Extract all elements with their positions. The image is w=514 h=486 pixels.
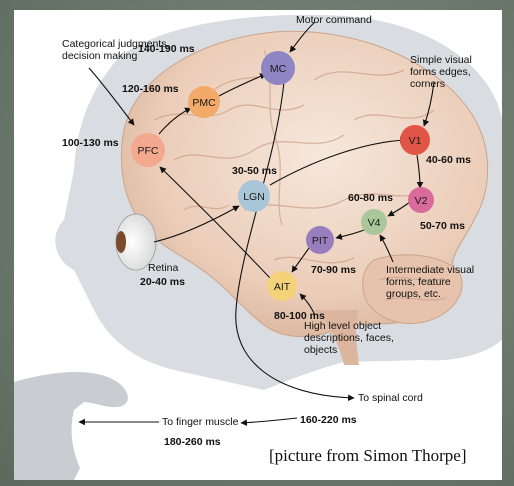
- retina-time: 20-40 ms: [140, 276, 185, 288]
- hand-silhouette: [14, 372, 128, 480]
- node-pit: PIT: [306, 226, 334, 254]
- node-lgn-label: LGN: [243, 191, 265, 203]
- pit-time: 70-90 ms: [311, 264, 356, 276]
- node-v2-label: V2: [415, 195, 428, 207]
- node-v4: V4: [361, 209, 387, 235]
- motor-annotation: Motor command: [296, 14, 372, 26]
- pfc-time: 100-130 ms: [62, 137, 119, 149]
- node-pit-label: PIT: [312, 235, 329, 247]
- node-v2: V2: [408, 187, 434, 213]
- retina-label: Retina: [148, 262, 178, 274]
- node-pfc: PFC: [131, 133, 165, 167]
- lgn-time: 30-50 ms: [232, 165, 277, 177]
- simple-visual-annotation: Simple visual forms edges, corners: [410, 54, 500, 90]
- node-v4-label: V4: [368, 217, 381, 229]
- v4-time: 60-80 ms: [348, 192, 393, 204]
- intermediate-annotation: Intermediate visual forms, feature group…: [386, 264, 482, 300]
- node-mc-label: MC: [270, 63, 287, 75]
- finger-muscle-label: To finger muscle: [162, 416, 238, 428]
- node-ait-label: AIT: [274, 281, 291, 293]
- node-v1-label: V1: [409, 135, 422, 147]
- diagram-panel: V1 V2 V4 PIT AIT PFC: [14, 10, 502, 480]
- node-lgn: LGN: [238, 180, 270, 212]
- node-pfc-label: PFC: [138, 145, 159, 157]
- finger-muscle-time: 180-260 ms: [164, 436, 221, 448]
- node-pmc-label: PMC: [192, 97, 216, 109]
- node-ait: AIT: [267, 271, 297, 301]
- image-credit: [picture from Simon Thorpe]: [269, 446, 467, 466]
- v1-time: 40-60 ms: [426, 154, 471, 166]
- node-pmc: PMC: [188, 86, 220, 118]
- eye-iris: [116, 231, 126, 253]
- v2-time: 50-70 ms: [420, 220, 465, 232]
- spinal-cord-time: 160-220 ms: [300, 414, 357, 426]
- high-level-annotation: High level object descriptions, faces, o…: [304, 320, 398, 356]
- spinal-cord-label: To spinal cord: [358, 392, 423, 404]
- categorical-annotation: Categorical judgments, decision making: [62, 38, 188, 62]
- node-v1: V1: [400, 125, 430, 155]
- pmc-time: 120-160 ms: [122, 83, 179, 95]
- node-mc: MC: [261, 51, 295, 85]
